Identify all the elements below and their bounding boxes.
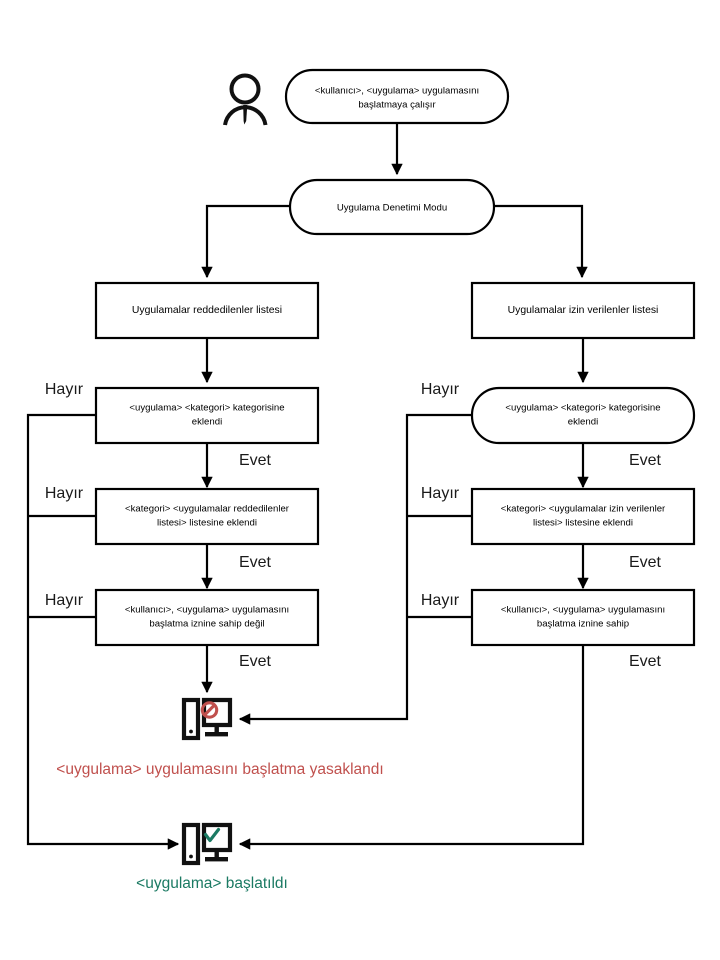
node-mode: Uygulama Denetimi Modu: [288, 178, 496, 236]
node-allowed-cat-in-list: <kategori> <uygulamalar izin verilenler …: [470, 487, 696, 546]
user-person-icon: [223, 73, 268, 126]
node-allowed-category-line1: <uygulama> <kategori> kategorisine: [505, 403, 660, 414]
node-allowed-category: <uygulama> <kategori> kategorisine eklen…: [470, 386, 696, 445]
edge-label-left-no-2: Hayır: [45, 485, 84, 502]
edge-label-left-yes-3: Evet: [239, 653, 272, 670]
edge-label-right-no-2: Hayır: [421, 485, 460, 502]
node-allowed-list: Uygulamalar izin verilenler listesi: [470, 281, 696, 340]
edge-label-left-yes-1: Evet: [239, 452, 272, 469]
node-start-line1: <kullanıcı>, <uygulama> uygulamasını: [315, 86, 479, 97]
node-denied-cat-in-list-line2: listesi> listesine eklendi: [157, 518, 257, 529]
node-denied-list-line1: Uygulamalar reddedilenler listesi: [132, 305, 282, 316]
edge-right-no-1-to-blocked: [238, 413, 472, 725]
edge-label-right-yes-3: Evet: [629, 653, 662, 670]
edge-label-right-no-3: Hayır: [421, 592, 460, 609]
node-allowed-category-line2: eklendi: [568, 417, 598, 428]
node-denied-no-permission: <kullanıcı>, <uygulama> uygulamasını baş…: [94, 588, 320, 647]
node-denied-no-permission-line1: <kullanıcı>, <uygulama> uygulamasını: [125, 605, 289, 616]
node-start: <kullanıcı>, <uygulama> uygulamasını baş…: [284, 68, 510, 125]
node-allowed-permission-line1: <kullanıcı>, <uygulama> uygulamasını: [501, 605, 665, 616]
node-allowed-permission-line2: başlatma iznine sahip: [537, 619, 629, 630]
node-denied-category: <uygulama> <kategori> kategorisine eklen…: [94, 386, 320, 445]
outcome-started-text: <uygulama> başlatıldı: [136, 875, 288, 892]
node-denied-category-line2: eklendi: [192, 417, 222, 428]
node-allowed-permission: <kullanıcı>, <uygulama> uygulamasını baş…: [470, 588, 696, 647]
monitor-blocked-icon: [181, 697, 233, 741]
node-allowed-cat-in-list-line2: listesi> listesine eklendi: [533, 518, 633, 529]
edge-label-left-no-3: Hayır: [45, 592, 84, 609]
node-denied-list: Uygulamalar reddedilenler listesi: [94, 281, 320, 340]
edge-mode-to-allowed-list: [494, 204, 588, 279]
node-denied-cat-in-list-line1: <kategori> <uygulamalar reddedilenler: [125, 504, 290, 515]
node-allowed-cat-in-list-line1: <kategori> <uygulamalar izin verilenler: [501, 504, 666, 515]
edge-label-right-no-1: Hayır: [421, 381, 460, 398]
node-denied-no-permission-line2: başlatma iznine sahip değil: [149, 619, 264, 630]
edge-label-right-yes-1: Evet: [629, 452, 662, 469]
edge-allowed-perm-to-started-yes: [238, 645, 585, 850]
node-denied-cat-in-list: <kategori> <uygulamalar reddedilenler li…: [94, 487, 320, 546]
outcome-blocked-text: <uygulama> uygulamasını başlatma yasakla…: [56, 761, 383, 778]
edge-mode-to-denied-list: [201, 204, 290, 279]
node-start-line2: başlatmaya çalışır: [358, 100, 436, 111]
monitor-allowed-icon: [181, 822, 233, 866]
edge-label-right-yes-2: Evet: [629, 554, 662, 571]
edge-label-left-yes-2: Evet: [239, 554, 272, 571]
node-allowed-list-line1: Uygulamalar izin verilenler listesi: [508, 305, 659, 316]
node-denied-category-line1: <uygulama> <kategori> kategorisine: [129, 403, 284, 414]
edge-label-left-no-1: Hayır: [45, 381, 84, 398]
node-mode-line1: Uygulama Denetimi Modu: [337, 203, 447, 214]
edge-left-no-1-to-started: [26, 413, 180, 850]
